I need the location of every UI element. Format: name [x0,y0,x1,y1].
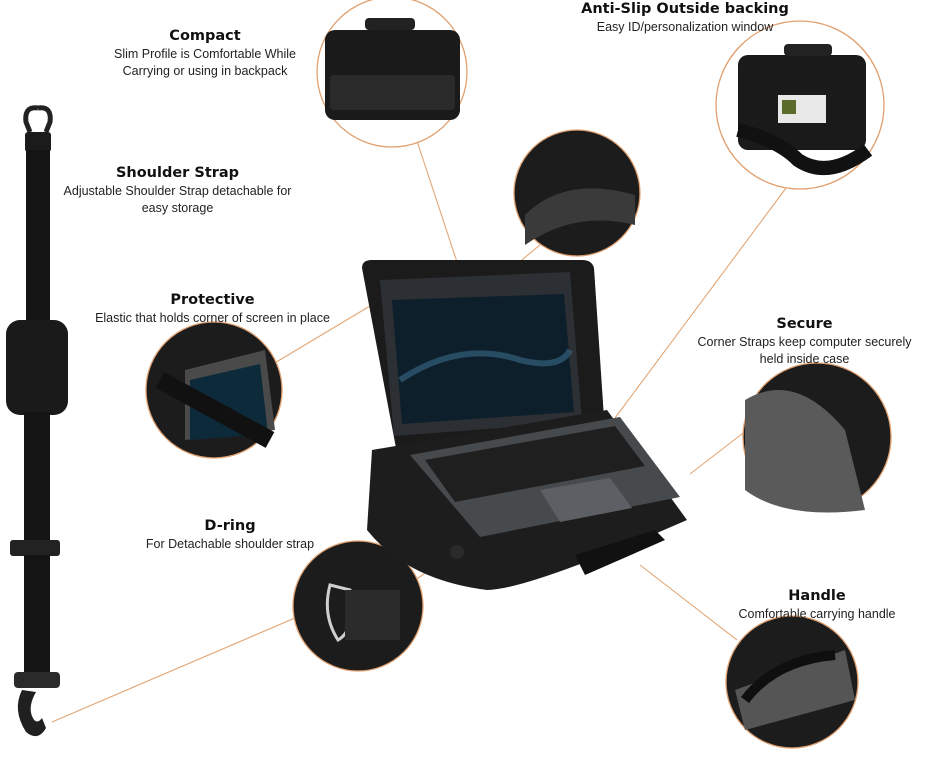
feature-protective: Protective Elastic that holds corner of … [80,291,345,327]
feature-secure: Secure Corner Straps keep computer secur… [682,315,927,368]
elastic-mesh-detail-image [513,129,641,257]
anti-slip-desc: Easy ID/personalization window [596,20,774,34]
secure-desc-line2: held inside case [759,352,850,366]
shoulder-strap-desc-line1: Adjustable Shoulder Strap detachable for [63,184,292,198]
d-ring-desc: For Detachable shoulder strap [145,537,315,551]
shoulder-strap-desc-line2: easy storage [141,201,214,215]
handle-desc: Comfortable carrying handle [738,607,896,621]
compact-desc-line1: Slim Profile is Comfortable While [114,47,296,61]
d-ring-detail-image [292,540,424,672]
feature-d-ring: D-ring For Detachable shoulder strap [130,517,330,553]
protective-title: Protective [170,292,255,308]
feature-anti-slip: Anti-Slip Outside backing Easy ID/person… [575,0,795,36]
handle-title: Handle [788,588,846,604]
laptop-case-image [362,260,687,590]
d-ring-title: D-ring [204,518,256,534]
compact-desc-line2: Carrying or using in backpack [122,64,288,78]
protective-detail-image [145,321,283,459]
feature-shoulder-strap: Shoulder Strap Adjustable Shoulder Strap… [45,164,310,217]
feature-handle: Handle Comfortable carrying handle [712,587,922,623]
compact-title: Compact [169,28,241,44]
secure-title: Secure [776,316,833,332]
secure-detail-image [742,362,892,513]
shoulder-strap-image [6,105,68,737]
secure-desc-line1: Corner Straps keep computer securely [697,335,912,349]
anti-slip-detail-image [715,20,885,190]
anti-slip-title: Anti-Slip Outside backing [581,1,789,17]
handle-detail-image [725,615,859,749]
compact-detail-image [316,0,468,148]
shoulder-strap-title: Shoulder Strap [115,165,240,181]
feature-compact: Compact Slim Profile is Comfortable Whil… [95,27,315,80]
protective-desc: Elastic that holds corner of screen in p… [95,311,330,325]
